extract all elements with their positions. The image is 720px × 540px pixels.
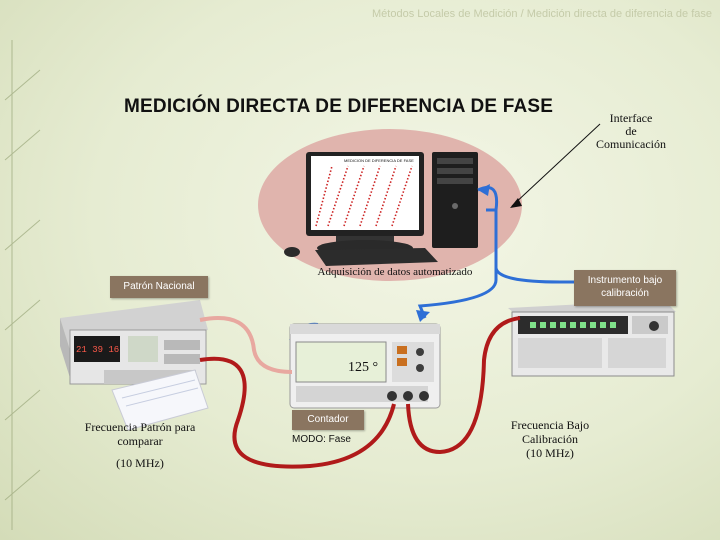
- decorative-lines: [4, 40, 41, 530]
- patron-display: 21 39 16: [76, 345, 119, 355]
- calibration-display-segments: [530, 322, 616, 328]
- cable-pink-link: [199, 316, 293, 374]
- instrument-line: Instrumento bajo: [587, 275, 663, 286]
- counter-label: Contador: [292, 410, 364, 430]
- patron-freq-label: Frecuencia Patrón para comparar: [84, 420, 196, 448]
- low-freq-label: Frecuencia Bajo Calibración (10 MHz): [500, 418, 600, 460]
- screen-plot-title: MEDICION DE DIFERENCIA DE FASE: [344, 158, 414, 163]
- instrument-label: Instrumento bajo calibración: [574, 270, 676, 306]
- cable-instrument-counter: [406, 316, 521, 455]
- counter-instrument: [289, 323, 441, 409]
- acquisition-label: Adquisición de datos automatizado: [317, 266, 473, 278]
- patron-freq-line: comparar: [117, 434, 163, 448]
- link-pc-counter: [417, 208, 498, 319]
- interface-line: Comunicación: [596, 137, 666, 151]
- interface-pointer: [511, 123, 601, 207]
- counter-reading: 125 °: [348, 360, 379, 375]
- low-freq-line: Frecuencia Bajo: [510, 418, 590, 432]
- low-freq-line: (10 MHz): [526, 446, 574, 460]
- screen-plot: [315, 165, 413, 227]
- low-freq-line: Calibración: [522, 432, 578, 446]
- interface-line: de: [625, 124, 637, 138]
- page-title: MEDICIÓN DIRECTA DE DIFERENCIA DE FASE: [124, 96, 554, 117]
- manual-sheet: [111, 369, 209, 431]
- patron-instrument: [60, 300, 208, 385]
- instrument-line: calibración: [601, 288, 649, 299]
- interface-line: Interface: [609, 111, 653, 125]
- patron-freq-value: (10 MHz): [116, 456, 164, 470]
- patron-freq-line: Frecuencia Patrón para: [84, 420, 196, 434]
- cable-patron-counter: [199, 356, 396, 469]
- patron-label: Patrón Nacional: [110, 276, 208, 298]
- keyboard: [284, 247, 438, 266]
- tower-pc: [432, 152, 478, 248]
- breadcrumb-header: Métodos Locales de Medición / Medición d…: [372, 8, 712, 20]
- mode-label: MODO: Fase: [292, 434, 351, 445]
- interface-label: Interface de Comunicación: [592, 112, 670, 151]
- calibration-instrument: [508, 300, 676, 377]
